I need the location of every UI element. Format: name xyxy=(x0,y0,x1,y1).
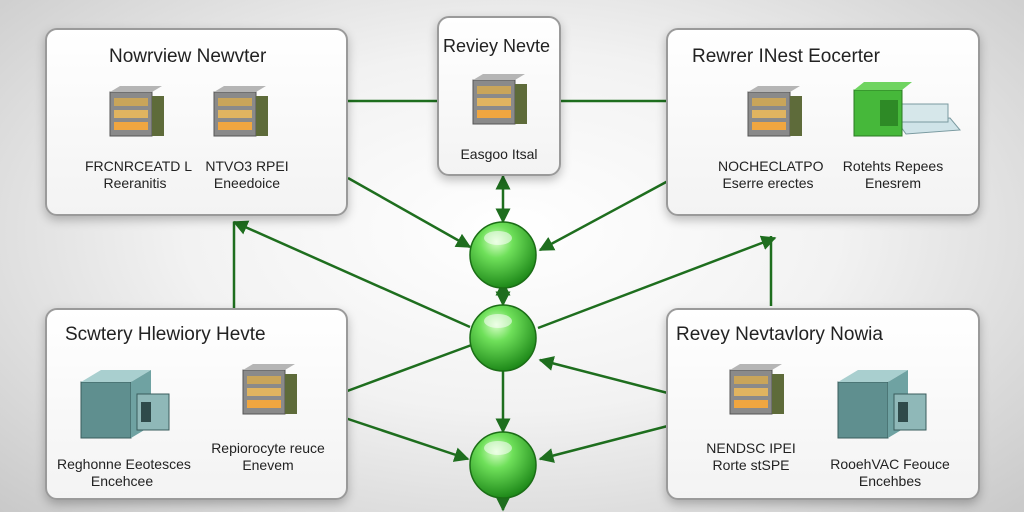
caption-line2: Eneedoice xyxy=(213,175,281,191)
item-caption: Repiorocyte reuce Enevem xyxy=(203,440,333,474)
panel-top-left[interactable]: Nowrview Newvter FRCNRCEATD L Reeranitis… xyxy=(45,28,348,216)
caption-line1: RooehVAC Feouce xyxy=(830,456,950,472)
caption-line2: Rorte stSPE xyxy=(712,457,790,473)
caption-line2: Reeranitis xyxy=(103,175,167,191)
server-icon xyxy=(213,86,268,137)
hub-node-icon[interactable] xyxy=(468,303,538,373)
item-caption: NOCHECLATPO Eserre erectes xyxy=(718,158,824,192)
caption-line2: Enesrem xyxy=(864,175,922,191)
item-caption: RooehVAC Feouce Encehbes xyxy=(828,456,952,490)
caption-line1: NTVO3 RPEI xyxy=(205,158,289,174)
panel-bottom-right[interactable]: Revey Nevtavlory Nowia NENDSC IPEI Rorte… xyxy=(666,308,980,500)
panel-top-center[interactable]: Reviey Nevte Easgoo Itsal xyxy=(437,16,561,176)
server-icon xyxy=(747,86,802,137)
panel-bottom-left[interactable]: Scwtery Hlewiory Hevte Reghonne Eeotesce… xyxy=(45,308,348,500)
server-icon xyxy=(472,74,527,125)
item-caption: Reghonne Eeotesces Encehcee xyxy=(57,456,191,490)
caption-line1: Easgoo Itsal xyxy=(460,146,538,162)
caption-line2: Encehcee xyxy=(90,473,154,489)
link-tl-node1 xyxy=(347,176,472,249)
panel-title: Rewrer INest Eocerter xyxy=(692,46,880,67)
item-caption: FRCNRCEATD L Reeranitis xyxy=(85,158,193,192)
item-caption: Easgoo Itsal xyxy=(449,146,549,163)
caption-line2: Eserre erectes xyxy=(722,175,814,191)
caption-line2: Enevem xyxy=(242,457,294,473)
item-caption: NTVO3 RPEI Eneedoice xyxy=(197,158,297,192)
link-rb-box-node3 xyxy=(328,410,470,462)
server-icon xyxy=(109,86,164,137)
caption-line1: Reghonne Eeotesces xyxy=(57,456,191,472)
item-caption: NENDSC IPEI Rorte stSPE xyxy=(696,440,806,474)
panel-top-right[interactable]: Rewrer INest Eocerter NOCHECLATPO Eserre… xyxy=(666,28,980,216)
server-icon xyxy=(242,364,297,415)
panel-title: Reviey Nevte xyxy=(443,36,551,56)
hub-node-icon[interactable] xyxy=(468,430,538,500)
link-tr-node1 xyxy=(538,179,669,252)
caption-line1: NENDSC IPEI xyxy=(706,440,796,456)
caption-line1: FRCNRCEATD L xyxy=(85,158,193,174)
link-node2-tr xyxy=(537,235,777,330)
panel-title: Scwtery Hlewiory Hevte xyxy=(65,324,266,345)
storage-icon xyxy=(837,370,927,439)
router-box-icon xyxy=(853,82,962,137)
server-icon xyxy=(729,364,784,415)
storage-icon xyxy=(80,370,170,439)
caption-line2: Encehbes xyxy=(858,473,922,489)
caption-line1: NOCHECLATPO xyxy=(718,158,824,174)
item-caption: Rotehts Repees Enesrem xyxy=(838,158,948,192)
hub-node-icon[interactable] xyxy=(468,220,538,290)
panel-title: Revey Nevtavlory Nowia xyxy=(676,324,883,345)
link-node2-tl xyxy=(232,220,471,329)
panel-title: Nowrview Newvter xyxy=(109,46,267,67)
caption-line1: Rotehts Repees xyxy=(842,158,944,174)
caption-line1: Repiorocyte reuce xyxy=(211,440,325,456)
